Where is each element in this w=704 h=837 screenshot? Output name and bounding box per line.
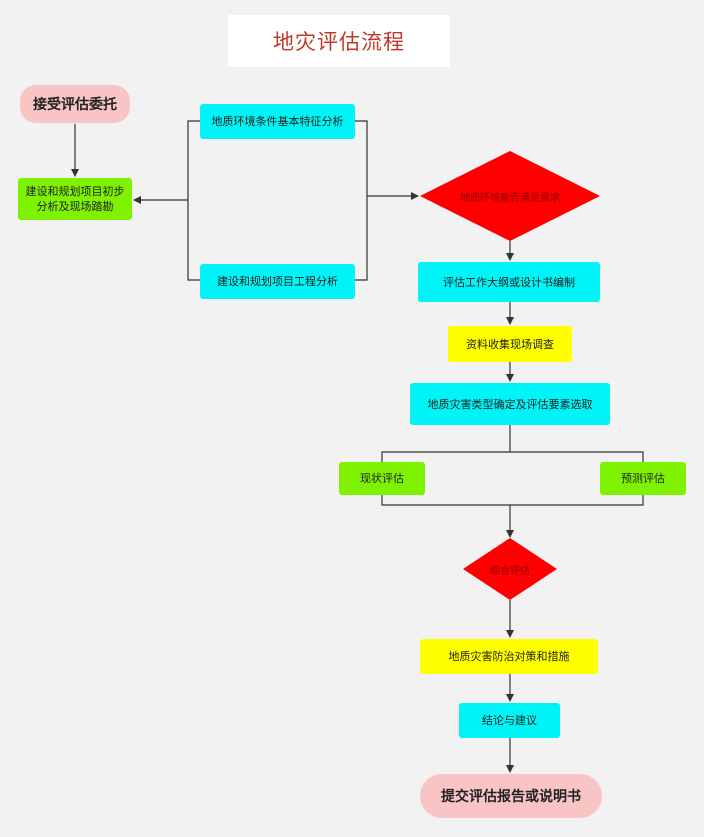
project-analysis-node: 建设和规划项目工程分析 bbox=[200, 264, 355, 299]
geo-environment-node: 地质环境条件基本特征分析 bbox=[200, 104, 355, 139]
decision-diamond-2-label: 综合评估 bbox=[490, 565, 530, 577]
conclusion-node: 结论与建议 bbox=[459, 703, 560, 738]
start-node: 接受评估委托 bbox=[20, 85, 130, 123]
prediction-evaluation-node: 预测评估 bbox=[600, 462, 686, 495]
page-title: 地灾评估流程 bbox=[228, 15, 450, 67]
measures-node: 地质灾害防治对策和措施 bbox=[420, 639, 598, 674]
data-collection-node: 资料收集现场调查 bbox=[448, 326, 572, 362]
decision-diamond-1 bbox=[420, 151, 600, 241]
current-evaluation-node: 现状评估 bbox=[339, 462, 425, 495]
hazard-type-node: 地质灾害类型确定及评估要素选取 bbox=[410, 383, 610, 425]
preliminary-analysis-node: 建设和规划项目初步分析及现场踏勘 bbox=[18, 178, 132, 220]
decision-diamond-2 bbox=[463, 538, 557, 600]
outline-node: 评估工作大纲或设计书编制 bbox=[418, 262, 600, 302]
decision-diamond-1-label: 地质环境能否满足需求 bbox=[460, 192, 560, 204]
end-node: 提交评估报告或说明书 bbox=[420, 774, 602, 818]
